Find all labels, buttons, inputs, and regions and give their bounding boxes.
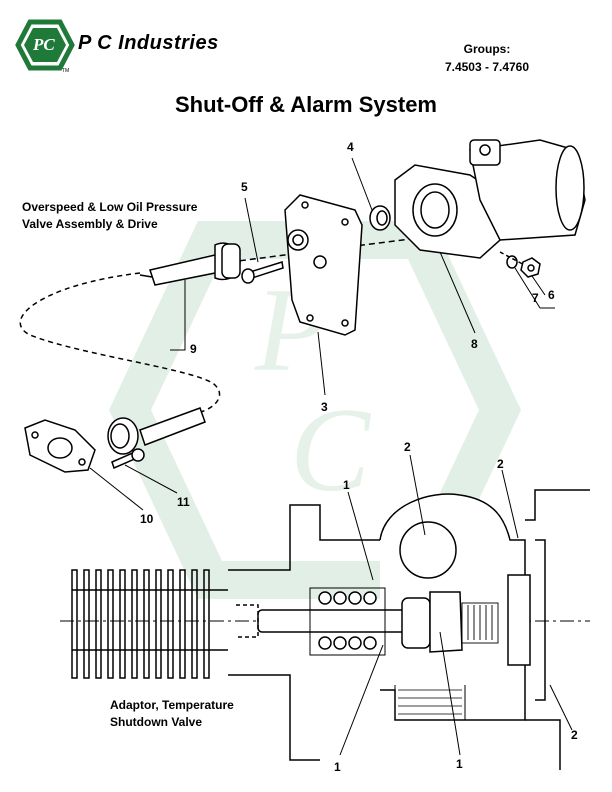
leader-2-top xyxy=(409,454,426,536)
leader-3 xyxy=(317,331,326,396)
callout-3: 3 xyxy=(321,400,328,414)
valve-body-part xyxy=(139,242,241,286)
screw-part xyxy=(111,448,145,470)
upper-port xyxy=(399,521,457,579)
callout-4: 4 xyxy=(347,140,354,154)
leader-5 xyxy=(244,197,259,263)
bolt-part xyxy=(241,261,284,284)
callout-2-top: 2 xyxy=(404,440,411,454)
groups-block: Groups: 7.4503 - 7.4760 xyxy=(432,40,542,76)
leader-9 xyxy=(170,280,186,351)
callout-2-bottom: 2 xyxy=(571,728,578,742)
callout-7: 7 xyxy=(532,291,539,305)
housing-part xyxy=(394,139,586,259)
callout-1-bottom-left: 1 xyxy=(334,760,341,774)
leader-2-right xyxy=(501,469,519,539)
groups-range: 7.4503 - 7.4760 xyxy=(444,60,530,74)
leader-4 xyxy=(351,157,373,211)
callout-5: 5 xyxy=(241,180,248,194)
thread-lines xyxy=(461,602,499,644)
callout-8: 8 xyxy=(471,337,478,351)
spring-coils xyxy=(318,591,377,650)
assembly-caption: Overspeed & Low Oil Pressure Valve Assem… xyxy=(22,199,197,233)
leader-1-top xyxy=(347,491,374,581)
adaptor-caption: Adaptor, Temperature Shutdown Valve xyxy=(110,697,234,731)
callout-11: 11 xyxy=(177,495,190,509)
callout-6: 6 xyxy=(548,288,555,302)
trademark-mark: TM xyxy=(62,68,69,74)
right-bracket xyxy=(525,489,590,770)
nut-part xyxy=(520,257,541,278)
adaptor-caption-line2: Shutdown Valve xyxy=(110,715,203,729)
leader-1-bottom-left xyxy=(339,644,384,756)
drive-gear-part xyxy=(107,407,206,455)
svg-text:C: C xyxy=(290,383,372,516)
leader-2-bottom xyxy=(549,684,573,731)
leader-10 xyxy=(89,467,144,511)
drive-dash-line xyxy=(19,272,221,413)
brand-name: P C Industries xyxy=(78,32,219,54)
callout-2-right: 2 xyxy=(497,457,504,471)
callout-9: 9 xyxy=(190,342,197,356)
flange-part xyxy=(24,419,96,473)
assembly-caption-line1: Overspeed & Low Oil Pressure xyxy=(22,200,198,214)
bracket-plate-part xyxy=(284,194,363,336)
wall-outline xyxy=(228,504,380,761)
assembly-caption-line2: Valve Assembly & Drive xyxy=(22,217,158,231)
page-title: Shut-Off & Alarm System xyxy=(174,92,437,117)
groups-label: Groups: xyxy=(463,42,511,56)
leader-7 xyxy=(514,267,555,309)
callout-1-bottom-right: 1 xyxy=(456,757,463,771)
leader-8 xyxy=(439,251,476,334)
cooling-fins xyxy=(71,569,228,679)
callout-10: 10 xyxy=(140,512,154,526)
leader-1-bottom-right xyxy=(439,631,461,756)
callout-1-top: 1 xyxy=(343,478,350,492)
adaptor-caption-line1: Adaptor, Temperature xyxy=(110,698,234,712)
thermo-element xyxy=(429,591,463,653)
logo-letters: PC xyxy=(32,35,55,54)
washer-part xyxy=(506,255,518,269)
leader-11 xyxy=(124,464,178,494)
leader-6 xyxy=(531,275,546,296)
